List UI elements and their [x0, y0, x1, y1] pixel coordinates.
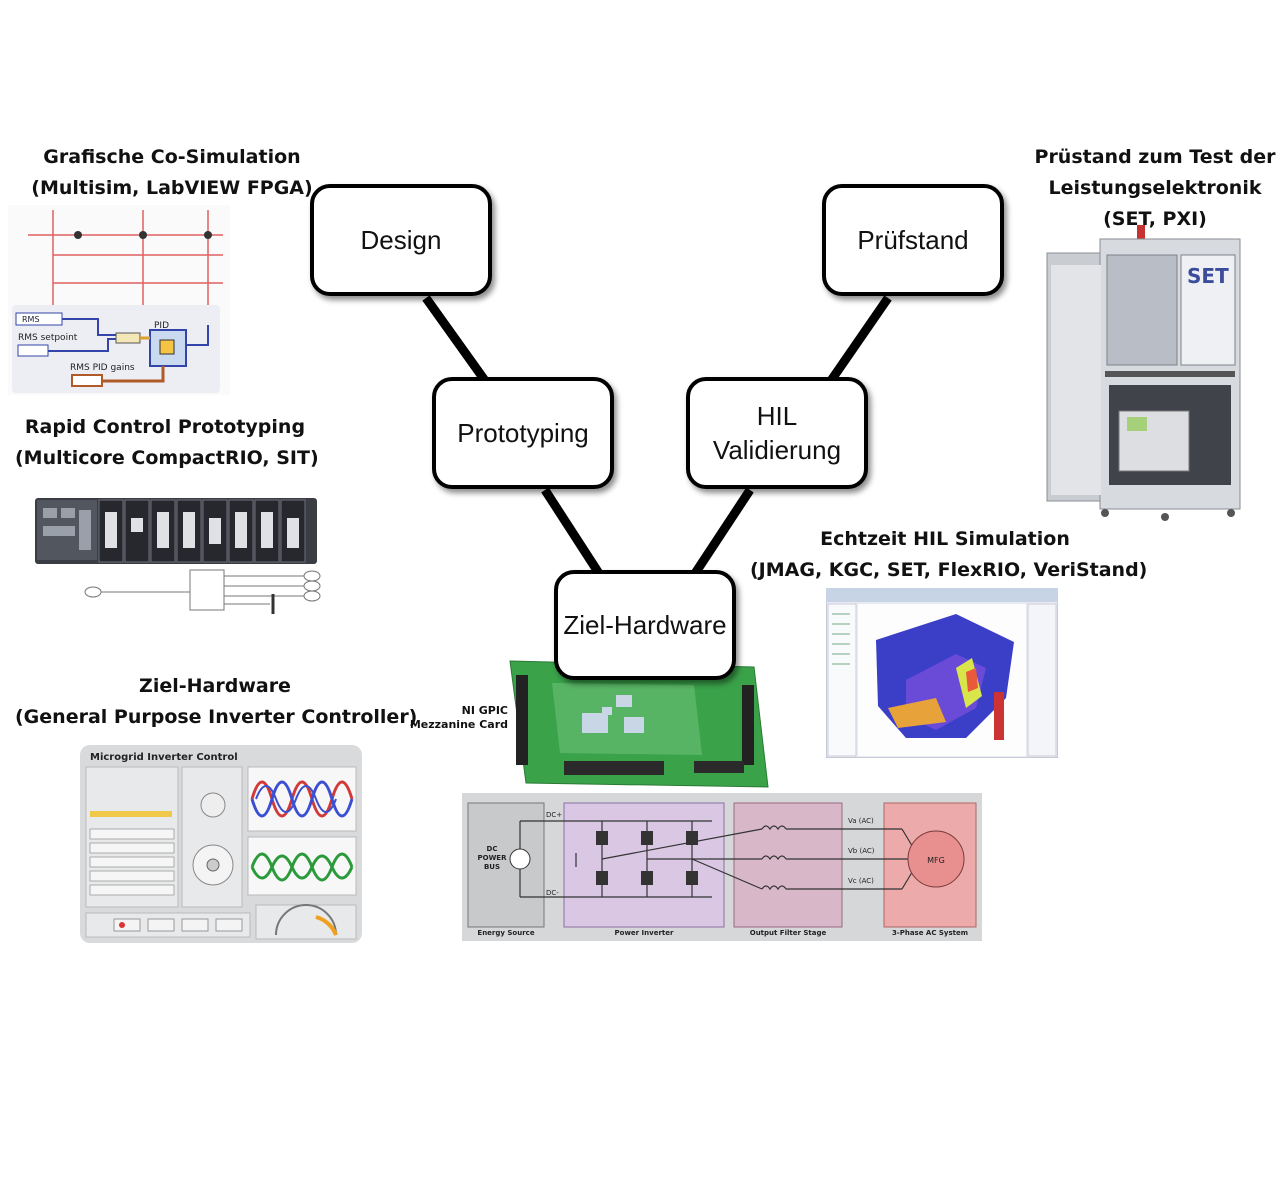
design-node-label: Design — [360, 225, 442, 255]
svg-text:BUS: BUS — [484, 863, 500, 871]
cosim-subtitle: (Multisim, LabVIEW FPGA) — [31, 177, 313, 199]
cosim-caption: Grafische Co-Simulation (Multisim, LabVI… — [22, 142, 322, 204]
pruefstand-node: Prüfstand — [822, 184, 1004, 296]
svg-text:Vc (AC): Vc (AC) — [848, 877, 874, 885]
mezzanine-label: NI GPIC Mezzanine Card — [409, 704, 508, 731]
svg-text:Microgrid Inverter Control: Microgrid Inverter Control — [90, 752, 238, 763]
svg-text:MFG: MFG — [927, 856, 945, 865]
mezzanine-card-image — [509, 660, 769, 788]
svg-text:RMS PID gains: RMS PID gains — [70, 363, 135, 373]
svg-text:PID: PID — [154, 321, 169, 331]
ziel-title: Ziel-Hardware — [139, 675, 291, 697]
cosim-schematic: RMS RMS setpoint PID RMS PID gains — [8, 205, 230, 395]
svg-text:RMS: RMS — [22, 315, 40, 324]
hil-node-label-line1: HIL — [756, 401, 798, 431]
test-bench-image: SET — [1046, 225, 1241, 521]
echtzeit-subtitle: (JMAG, KGC, SET, FlexRIO, VeriStand) — [750, 559, 1148, 581]
cosim-title: Grafische Co-Simulation — [43, 146, 301, 168]
echtzeit-title: Echtzeit HIL Simulation — [820, 528, 1070, 550]
pruefstand-note: (SET, PXI) — [1103, 208, 1207, 230]
svg-text:Energy Source: Energy Source — [477, 929, 534, 937]
svg-text:Output Filter Stage: Output Filter Stage — [750, 929, 827, 937]
compactrio-image — [35, 498, 321, 614]
svg-text:DC-: DC- — [546, 889, 559, 897]
pruefstand-title: Prüstand zum Test der — [1034, 146, 1276, 168]
hil-validation-node: HIL Validierung — [686, 377, 868, 489]
ziel-subtitle: (General Purpose Inverter Controller) — [15, 706, 418, 728]
inverter-control-panel: Microgrid Inverter Control — [80, 745, 362, 943]
hil-node-label-line2: Validierung — [712, 435, 842, 465]
design-node: Design — [310, 184, 492, 296]
echtzeit-caption: Echtzeit HIL Simulation (JMAG, KGC, SET,… — [750, 524, 1148, 586]
pruefstand-node-label: Prüfstand — [857, 225, 969, 255]
ziel-node-label: Ziel-Hardware — [563, 610, 727, 640]
prototyping-node-label: Prototyping — [457, 418, 589, 448]
svg-text:RMS setpoint: RMS setpoint — [18, 333, 78, 343]
svg-text:SET: SET — [1187, 264, 1229, 288]
prototyping-node: Prototyping — [432, 377, 614, 489]
hil-simulation-screenshot — [826, 588, 1058, 758]
ziel-caption: Ziel-Hardware (General Purpose Inverter … — [15, 671, 418, 733]
power-circuit-diagram: DC POWER BUS DC+ DC- MFG Va (AC) Vb (AC)… — [462, 793, 982, 941]
svg-text:DC+: DC+ — [546, 811, 562, 819]
ziel-hardware-node: Ziel-Hardware — [554, 570, 736, 680]
rcp-subtitle: (Multicore CompactRIO, SIT) — [15, 447, 319, 469]
rcp-title: Rapid Control Prototyping — [24, 416, 306, 438]
pruefstand-caption: Prüstand zum Test der Leistungselektroni… — [1030, 142, 1280, 235]
rcp-caption: Rapid Control Prototyping (Multicore Com… — [15, 412, 319, 474]
svg-text:Power Inverter: Power Inverter — [615, 929, 674, 937]
svg-text:Vb (AC): Vb (AC) — [848, 847, 875, 855]
svg-text:DC: DC — [487, 845, 498, 853]
svg-text:POWER: POWER — [478, 854, 508, 862]
pruefstand-subtitle: Leistungselektronik — [1048, 177, 1262, 199]
svg-text:Va (AC): Va (AC) — [848, 817, 874, 825]
svg-text:3-Phase AC System: 3-Phase AC System — [892, 929, 968, 937]
